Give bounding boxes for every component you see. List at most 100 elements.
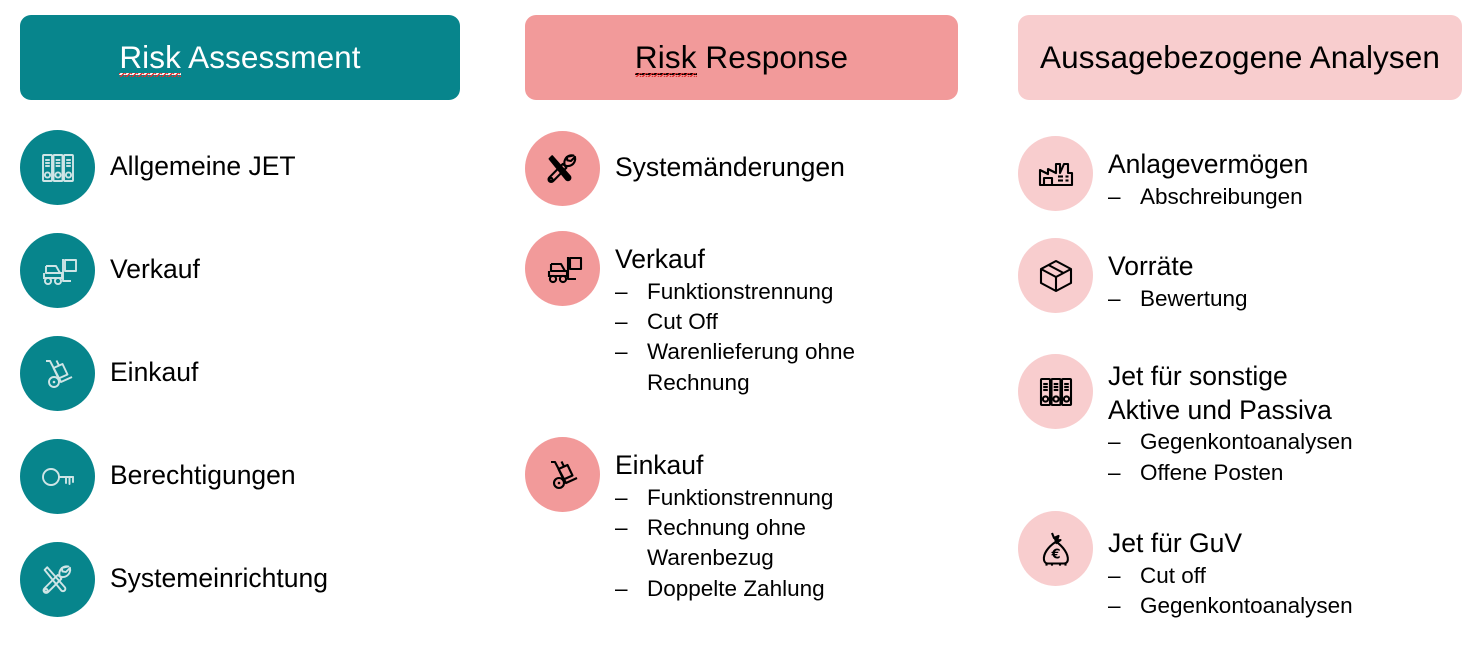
moneybag-euro-icon: € xyxy=(1018,511,1093,586)
dash-bullet-icon: – xyxy=(615,484,628,510)
list-item[interactable]: € Jet für GuV – Cut off – Gegenkontoanal… xyxy=(1018,511,1353,621)
sub-list-item: – Bewertung xyxy=(1108,284,1248,314)
sub-list-item: – Cut off xyxy=(1108,561,1353,591)
forklift-icon xyxy=(525,231,600,306)
tools-icon xyxy=(525,131,600,206)
column-header-title: Risk Response xyxy=(634,39,849,77)
list-item-body: Verkauf – Funktionstrennung – Cut Off – … xyxy=(600,231,855,398)
dash-bullet-icon: – xyxy=(615,575,628,601)
list-item-body: Anlagevermögen – Abschreibungen xyxy=(1093,136,1308,212)
list-item-title: Einkauf xyxy=(110,357,199,387)
list-item-body: Systemänderungen xyxy=(600,131,845,185)
column-header-title-rest: Assessment xyxy=(180,39,361,76)
binders-icon xyxy=(1018,354,1093,429)
list-item[interactable]: Einkauf xyxy=(20,336,198,411)
list-item-title: Verkauf xyxy=(110,254,200,284)
dash-bullet-icon: – xyxy=(615,339,628,365)
list-item-body: Einkauf xyxy=(95,336,198,390)
sub-list-item-label: Cut off xyxy=(1140,562,1206,588)
dash-bullet-icon: – xyxy=(1108,429,1121,455)
key-icon xyxy=(20,439,95,514)
list-item[interactable]: Vorräte – Bewertung xyxy=(1018,238,1248,314)
sub-list-item: – Abschreibungen xyxy=(1108,182,1308,212)
sub-list-item-label: Rechnung ohne Warenbezug xyxy=(647,515,806,571)
list-item-title: Jet für sonstige Aktive und Passiva xyxy=(1108,361,1332,425)
list-item-title: Jet für GuV xyxy=(1108,528,1243,558)
list-item-body: Allgemeine JET xyxy=(95,130,296,184)
sub-list-item-label: Funktionstrennung xyxy=(647,278,834,304)
list-item[interactable]: Systemänderungen xyxy=(525,131,845,206)
dash-bullet-icon: – xyxy=(615,515,628,541)
dash-bullet-icon: – xyxy=(1108,593,1121,619)
list-item-body: Jet für GuV – Cut off – Gegenkontoanalys… xyxy=(1093,511,1353,621)
column-aussagebezogene-analysen: Aussagebezogene Analysen Anlagevermögen xyxy=(1018,0,1473,645)
list-item-body: Verkauf xyxy=(95,233,200,287)
sub-list-item: – Funktionstrennung xyxy=(615,483,833,513)
sub-list-item: – Offene Posten xyxy=(1108,458,1353,488)
sub-list-item: – Doppelte Zahlung xyxy=(615,574,833,604)
list-item-title: Einkauf xyxy=(615,450,704,480)
column-risk-response: Risk Response Systemänderungen xyxy=(525,0,975,645)
column-header-title-rest: Response xyxy=(696,39,849,76)
handtruck-icon xyxy=(20,336,95,411)
sub-list-item: – Funktionstrennung xyxy=(615,277,855,307)
sub-list-item-label: Doppelte Zahlung xyxy=(647,575,825,601)
sub-list: – Funktionstrennung – Cut Off – Warenlie… xyxy=(615,277,855,399)
dash-bullet-icon: – xyxy=(1108,562,1121,588)
sub-list-item: – Warenlieferung ohne Rechnung xyxy=(615,337,855,398)
dash-bullet-icon: – xyxy=(1108,285,1121,311)
sub-list-item-label: Bewertung xyxy=(1140,285,1248,311)
list-item[interactable]: Verkauf xyxy=(20,233,200,308)
sub-list-item-label: Gegenkontoanalysen xyxy=(1140,593,1353,619)
sub-list-item: – Gegenkontoanalysen xyxy=(1108,427,1353,457)
list-item-title: Anlagevermögen xyxy=(1108,149,1309,179)
list-item-body: Vorräte – Bewertung xyxy=(1093,238,1248,314)
dash-bullet-icon: – xyxy=(1108,459,1121,485)
sub-list-item-label: Offene Posten xyxy=(1140,459,1284,485)
tools-icon xyxy=(20,542,95,617)
list-item[interactable]: Berechtigungen xyxy=(20,439,296,514)
sub-list-item-label: Gegenkontoanalysen xyxy=(1140,429,1353,455)
list-item-body: Berechtigungen xyxy=(95,439,296,493)
column-header-title: Aussagebezogene Analysen xyxy=(1040,40,1440,75)
misspelled-word: Risk xyxy=(634,39,697,77)
sub-list: – Abschreibungen xyxy=(1108,182,1308,212)
sub-list-item: – Cut Off xyxy=(615,307,855,337)
dash-bullet-icon: – xyxy=(615,278,628,304)
list-item[interactable]: Systemeinrichtung xyxy=(20,542,328,617)
misspelled-word: Risk xyxy=(119,39,181,77)
list-item[interactable]: Allgemeine JET xyxy=(20,130,296,205)
column-header-title-rest: Analysen xyxy=(1302,39,1440,76)
list-item-title: Vorräte xyxy=(1108,251,1194,281)
list-item-body: Systemeinrichtung xyxy=(95,542,328,596)
sub-list: – Cut off – Gegenkontoanalysen xyxy=(1108,561,1353,622)
column-risk-assessment: Risk Assessment Allgemeine JET xyxy=(20,0,490,645)
svg-text:€: € xyxy=(1050,547,1060,562)
factory-icon xyxy=(1018,136,1093,211)
column-header-risk-assessment: Risk Assessment xyxy=(20,15,460,100)
list-item-body: Einkauf – Funktionstrennung – Rechnung o… xyxy=(600,437,833,604)
list-item[interactable]: Jet für sonstige Aktive und Passiva – Ge… xyxy=(1018,354,1353,488)
list-item[interactable]: Einkauf – Funktionstrennung – Rechnung o… xyxy=(525,437,833,604)
list-item[interactable]: Verkauf – Funktionstrennung – Cut Off – … xyxy=(525,231,855,398)
list-item[interactable]: Anlagevermögen – Abschreibungen xyxy=(1018,136,1308,212)
list-item-title: Systemänderungen xyxy=(615,152,845,182)
sub-list-item-label: Cut Off xyxy=(647,309,718,335)
list-item-body: Jet für sonstige Aktive und Passiva – Ge… xyxy=(1093,354,1353,488)
handtruck-icon xyxy=(525,437,600,512)
column-header-risk-response: Risk Response xyxy=(525,15,958,100)
list-item-title: Allgemeine JET xyxy=(110,151,296,181)
box-icon xyxy=(1018,238,1093,313)
list-item-title: Verkauf xyxy=(615,244,705,274)
sub-list-item-label: Warenlieferung ohne Rechnung xyxy=(647,339,856,395)
list-item-title: Systemeinrichtung xyxy=(110,563,328,593)
dash-bullet-icon: – xyxy=(1108,183,1121,209)
sub-list: – Gegenkontoanalysen – Offene Posten xyxy=(1108,427,1353,488)
sub-list: – Funktionstrennung – Rechnung ohne Ware… xyxy=(615,483,833,605)
forklift-icon xyxy=(20,233,95,308)
column-header-title: Risk Assessment xyxy=(119,39,361,77)
sub-list-item: – Gegenkontoanalysen xyxy=(1108,591,1353,621)
sub-list-item-label: Funktionstrennung xyxy=(647,484,834,510)
sub-list-item-label: Abschreibungen xyxy=(1140,183,1303,209)
